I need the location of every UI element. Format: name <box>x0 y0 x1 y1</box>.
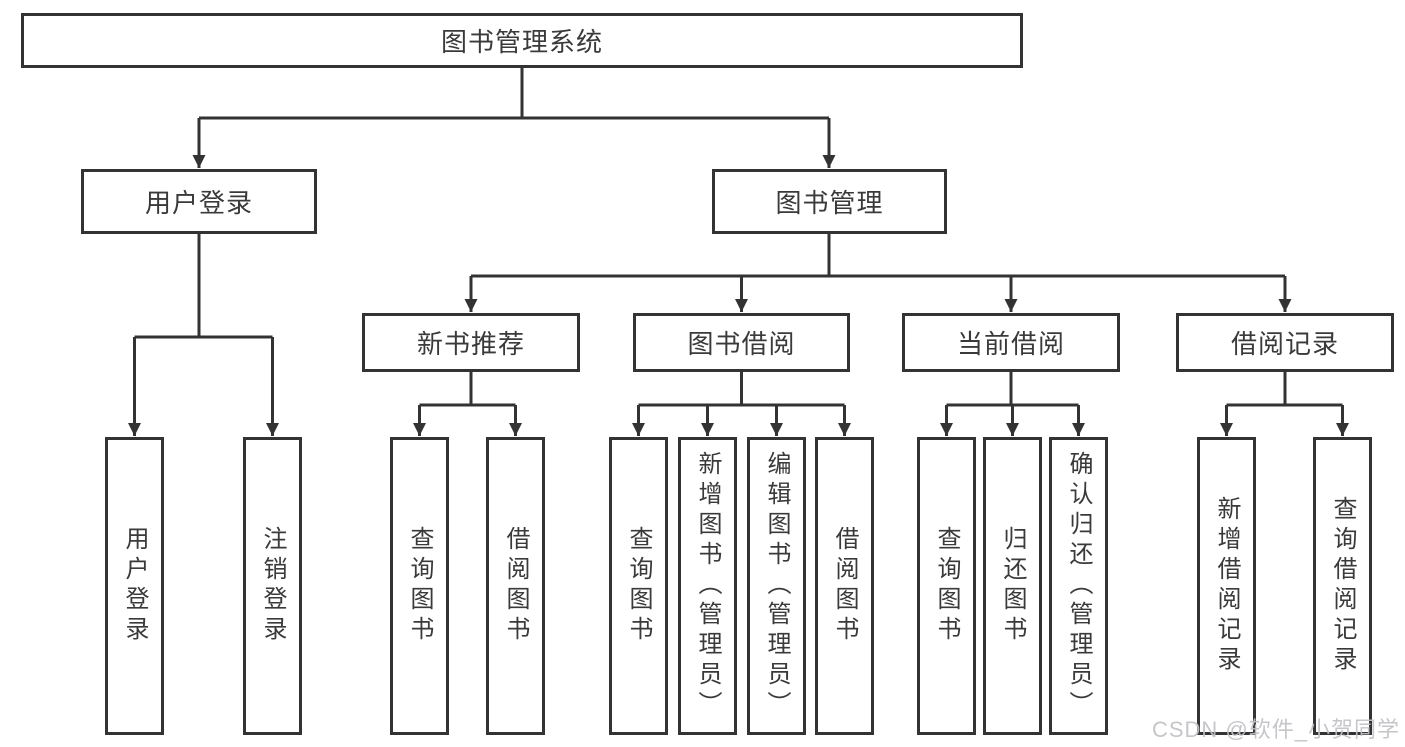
leaf-borrow-books-1: 借阅图书 <box>486 437 545 735</box>
node-label: 查询图书 <box>406 526 433 646</box>
node-label: 查询图书 <box>933 526 960 646</box>
node-label: 注销登录 <box>259 526 286 646</box>
tree-rails <box>134 68 1343 407</box>
leaf-edit-book-admin: 编辑图书（管理员） <box>747 437 806 735</box>
node-new-book-recommend: 新书推荐 <box>362 313 580 372</box>
node-label: 新书推荐 <box>416 329 525 359</box>
node-label: 借阅图书 <box>831 526 858 646</box>
node-current-borrow: 当前借阅 <box>902 313 1120 372</box>
node-label: 查询图书 <box>625 526 652 646</box>
node-label: 借阅图书 <box>502 526 529 646</box>
node-book-borrow: 图书借阅 <box>633 313 850 372</box>
node-label: 归还图书 <box>999 526 1026 646</box>
node-library-management-system: 图书管理系统 <box>21 13 1023 68</box>
leaf-logout: 注销登录 <box>243 437 302 735</box>
leaf-query-borrow-record: 查询借阅记录 <box>1313 437 1372 735</box>
node-user-login: 用户登录 <box>81 169 317 234</box>
node-label: 新增图书（管理员） <box>694 451 721 721</box>
leaf-query-books-3: 查询图书 <box>917 437 976 735</box>
node-label: 图书管理系统 <box>440 27 603 57</box>
node-label: 当前借阅 <box>956 329 1065 359</box>
leaf-query-books-1: 查询图书 <box>390 437 449 735</box>
node-label: 确认归还（管理员） <box>1065 451 1092 721</box>
leaf-add-book-admin: 新增图书（管理员） <box>678 437 737 735</box>
leaf-add-borrow-record: 新增借阅记录 <box>1197 437 1256 735</box>
node-label: 图书借阅 <box>687 329 796 359</box>
node-label: 用户登录 <box>144 188 253 218</box>
leaf-user-login: 用户登录 <box>105 437 164 735</box>
node-label: 图书管理 <box>775 188 884 218</box>
node-label: 新增借阅记录 <box>1213 496 1240 676</box>
node-label: 编辑图书（管理员） <box>763 451 790 721</box>
node-borrow-records: 借阅记录 <box>1176 313 1394 372</box>
node-label: 查询借阅记录 <box>1329 496 1356 676</box>
leaf-confirm-return-admin: 确认归还（管理员） <box>1049 437 1108 735</box>
node-label: 借阅记录 <box>1230 329 1339 359</box>
leaf-return-book: 归还图书 <box>983 437 1042 735</box>
leaf-borrow-books-2: 借阅图书 <box>815 437 874 735</box>
leaf-query-books-2: 查询图书 <box>609 437 668 735</box>
node-book-management: 图书管理 <box>712 169 947 234</box>
node-label: 用户登录 <box>121 526 148 646</box>
watermark-text: CSDN @软件_小贺同学 <box>1151 717 1400 742</box>
